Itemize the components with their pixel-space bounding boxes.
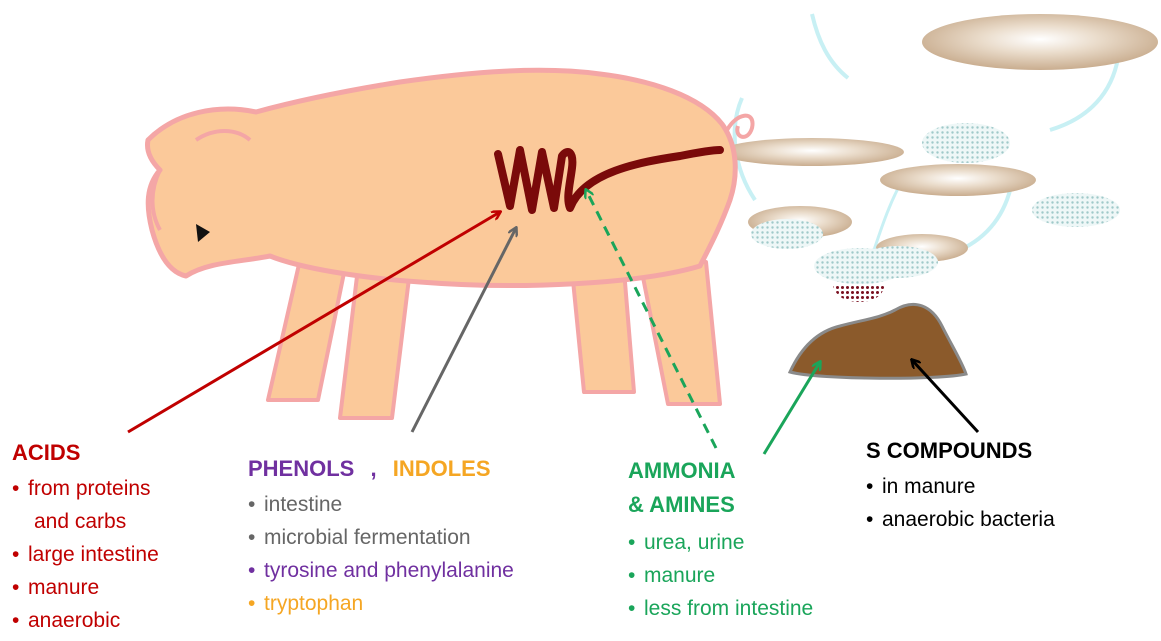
bullet-icon: • — [866, 503, 882, 536]
list-item: •urea, urine — [628, 526, 813, 559]
ammonia-title-line2: & AMINES — [628, 492, 735, 517]
list-item-text: from proteins — [28, 477, 151, 500]
sulfur-list: •in manure•anaerobic bacteria — [866, 470, 1055, 536]
list-item: •manure — [628, 559, 813, 592]
list-item-text: and carbs — [34, 510, 126, 533]
acids-title: ACIDS — [12, 438, 159, 468]
list-item: and carbs — [12, 505, 159, 538]
bullet-icon: • — [248, 521, 264, 554]
list-item-text: less from intestine — [644, 597, 813, 620]
list-item: •manure — [12, 571, 159, 604]
bullet-icon: • — [12, 571, 28, 604]
odor-cloud — [720, 14, 1158, 302]
ammonia-title: AMMONIA & AMINES — [628, 454, 813, 522]
list-item-text: anaerobic — [28, 609, 120, 632]
indoles-title: INDOLES — [393, 456, 491, 481]
title-separator: , — [360, 456, 386, 481]
ammonia-title-line1: AMMONIA — [628, 458, 736, 483]
list-item: •less from intestine — [628, 592, 813, 625]
list-item: •from proteins — [12, 472, 159, 505]
bullet-icon: • — [12, 604, 28, 637]
list-item: •anaerobic — [12, 604, 159, 637]
bullet-icon: • — [12, 472, 28, 505]
list-item-text: urea, urine — [644, 531, 744, 554]
list-item: •tryptophan — [248, 587, 514, 620]
phenols-indoles-title: PHENOLS , INDOLES — [248, 454, 514, 484]
bullet-icon: • — [628, 526, 644, 559]
ammonia-block: AMMONIA & AMINES •urea, urine•manure•les… — [628, 454, 813, 625]
list-item-text: anaerobic bacteria — [882, 508, 1055, 531]
list-item-text: intestine — [264, 493, 342, 516]
bullet-icon: • — [628, 559, 644, 592]
bullet-icon: • — [628, 592, 644, 625]
phenols-title: PHENOLS — [248, 456, 354, 481]
bullet-icon: • — [866, 470, 882, 503]
list-item: •anaerobic bacteria — [866, 503, 1055, 536]
bullet-icon: • — [248, 554, 264, 587]
list-item: •microbial fermentation — [248, 521, 514, 554]
list-item-text: large intestine — [28, 543, 159, 566]
phenols-indoles-list: •intestine•microbial fermentation•tyrosi… — [248, 488, 514, 620]
sulfur-title: S COMPOUNDS — [866, 436, 1055, 466]
list-item-text: in manure — [882, 475, 975, 498]
ammonia-list: •urea, urine•manure•less from intestine — [628, 526, 813, 625]
list-item: •large intestine — [12, 538, 159, 571]
bullet-icon: • — [248, 488, 264, 521]
list-item: •in manure — [866, 470, 1055, 503]
list-item-text: tyrosine and phenylalanine — [264, 559, 514, 582]
phenols-indoles-block: PHENOLS , INDOLES •intestine•microbial f… — [248, 454, 514, 620]
list-item-text: tryptophan — [264, 592, 363, 615]
bullet-icon: • — [248, 587, 264, 620]
bullet-icon: • — [12, 538, 28, 571]
list-item: •intestine — [248, 488, 514, 521]
list-item-text: microbial fermentation — [264, 526, 471, 549]
list-item-text: manure — [28, 576, 99, 599]
sulfur-block: S COMPOUNDS •in manure•anaerobic bacteri… — [866, 436, 1055, 536]
list-item-text: manure — [644, 564, 715, 587]
ammonia-manure-arrow — [764, 362, 820, 454]
list-item: •tyrosine and phenylalanine — [248, 554, 514, 587]
